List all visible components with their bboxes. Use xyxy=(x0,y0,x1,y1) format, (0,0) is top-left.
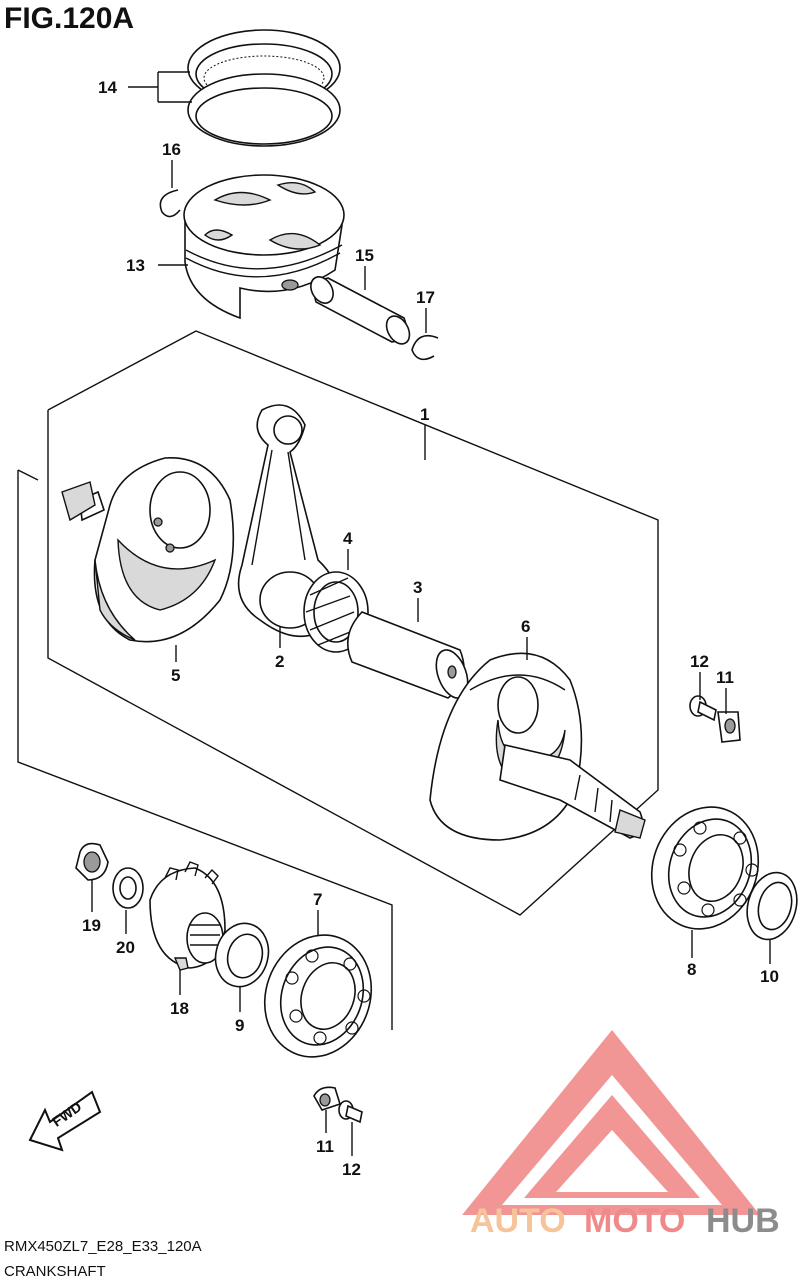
callouts: 14 16 13 15 17 1 4 3 6 5 2 12 11 8 10 7 … xyxy=(82,78,779,1179)
callout-18: 18 xyxy=(170,999,189,1018)
circlip-16 xyxy=(159,189,181,218)
callout-5: 5 xyxy=(171,666,180,685)
callout-20: 20 xyxy=(116,938,135,957)
callout-3: 3 xyxy=(413,578,422,597)
piston xyxy=(183,174,345,320)
nut-19 xyxy=(75,842,109,881)
watermark-auto: AUTO xyxy=(470,1202,566,1240)
washer-11-upper xyxy=(717,711,741,743)
watermark-moto: MOTO xyxy=(584,1202,685,1240)
callout-9: 9 xyxy=(235,1016,244,1035)
callout-1: 1 xyxy=(420,405,429,424)
section-name: CRANKSHAFT xyxy=(4,1263,106,1280)
callout-14: 14 xyxy=(98,78,117,97)
washer-11-lower xyxy=(313,1086,341,1111)
bolt-12-lower xyxy=(338,1100,363,1124)
circlip-17 xyxy=(411,334,439,361)
crank-pin xyxy=(346,611,469,699)
callout-10: 10 xyxy=(760,967,779,986)
oil-seal-10 xyxy=(746,871,798,941)
callout-6: 6 xyxy=(521,617,530,636)
crank-wheel-left xyxy=(61,457,235,643)
callout-7: 7 xyxy=(313,890,322,909)
callout-15: 15 xyxy=(355,246,374,265)
piston-pin xyxy=(310,276,411,345)
callout-11-lower: 11 xyxy=(316,1137,334,1156)
bearing-8 xyxy=(650,806,760,930)
callout-2: 2 xyxy=(275,652,284,671)
callout-13: 13 xyxy=(126,256,145,275)
watermark-hub: HUB xyxy=(706,1202,780,1240)
callout-12-lower: 12 xyxy=(342,1160,361,1179)
crank-wheel-right xyxy=(429,652,646,841)
bolt-12-upper xyxy=(689,695,717,722)
callout-8: 8 xyxy=(687,960,696,979)
callout-16: 16 xyxy=(162,140,181,159)
model-code: RMX450ZL7_E28_E33_120A xyxy=(4,1238,202,1255)
gear-18 xyxy=(149,861,226,971)
callout-11-upper: 11 xyxy=(716,668,734,687)
callout-19: 19 xyxy=(82,916,101,935)
callout-12-upper: 12 xyxy=(690,652,709,671)
fwd-arrow-icon: FWD xyxy=(28,1090,102,1152)
leader-lines xyxy=(91,71,771,1156)
figure-title: FIG.120A xyxy=(4,2,134,35)
watermark-logo: AUTO MOTO HUB xyxy=(462,1030,780,1240)
washer-20 xyxy=(112,867,144,909)
callout-4: 4 xyxy=(343,529,353,548)
piston-rings xyxy=(187,29,341,147)
assembly-outline-1 xyxy=(17,330,659,1030)
callout-17: 17 xyxy=(416,288,435,307)
oil-seal-9 xyxy=(214,922,270,988)
bearing-7 xyxy=(263,934,373,1058)
